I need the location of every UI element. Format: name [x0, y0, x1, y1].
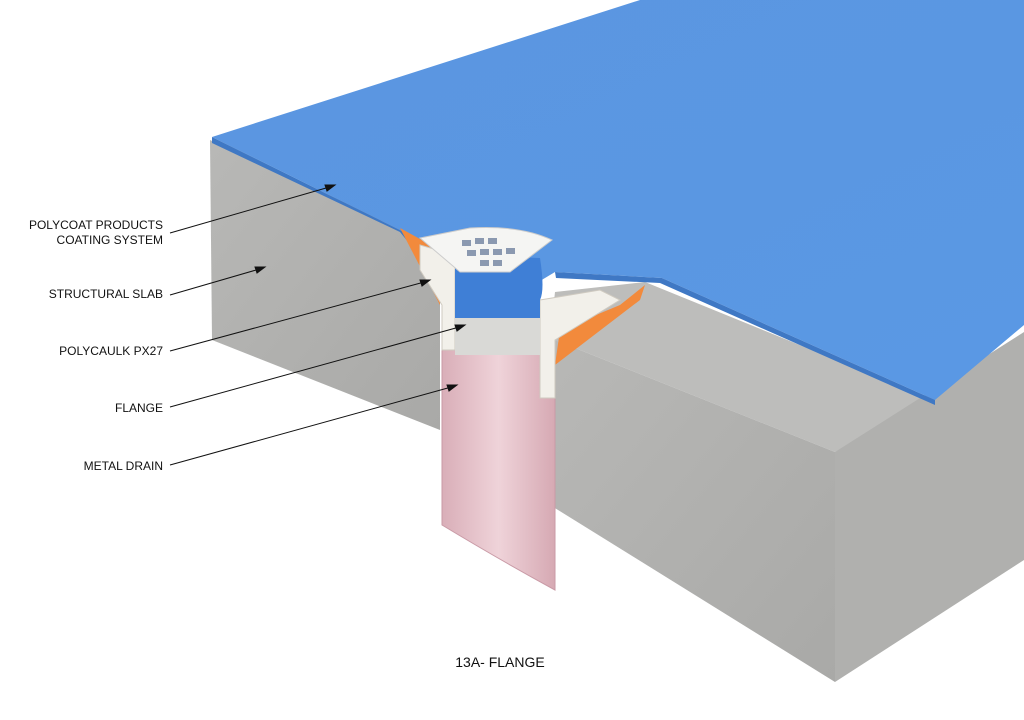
- flange-collar: [455, 315, 540, 355]
- slab-left-face: [210, 140, 440, 430]
- leader-flange: [169, 325, 464, 408]
- coating-surface: [212, 0, 1024, 400]
- leader-metal-drain: [169, 385, 456, 466]
- label-structural-slab: STRUCTURAL SLAB: [48, 287, 163, 301]
- label-metal-drain: METAL DRAIN: [83, 459, 163, 473]
- polycaulk-sealant-right: [555, 285, 645, 365]
- leader-slab: [169, 267, 264, 296]
- flange-right: [539, 289, 622, 399]
- label-coating-system: POLYCOAT PRODUCTS COATING SYSTEM: [29, 218, 163, 248]
- metal-drain-pipe: [441, 334, 556, 591]
- leader-coating: [169, 185, 334, 234]
- slab-top-exposed: [550, 282, 935, 452]
- slab-front-face: [550, 338, 835, 682]
- leader-polycaulk: [169, 280, 429, 352]
- label-flange: FLANGE: [114, 401, 163, 415]
- slab-side-face: [835, 332, 1024, 682]
- label-polycaulk: POLYCAULK PX27: [59, 344, 163, 358]
- label-coating-line1: POLYCOAT PRODUCTS: [28, 218, 163, 232]
- label-coating-line2: COATING SYSTEM: [56, 233, 163, 247]
- diagram-title: 13A- FLANGE: [455, 654, 545, 670]
